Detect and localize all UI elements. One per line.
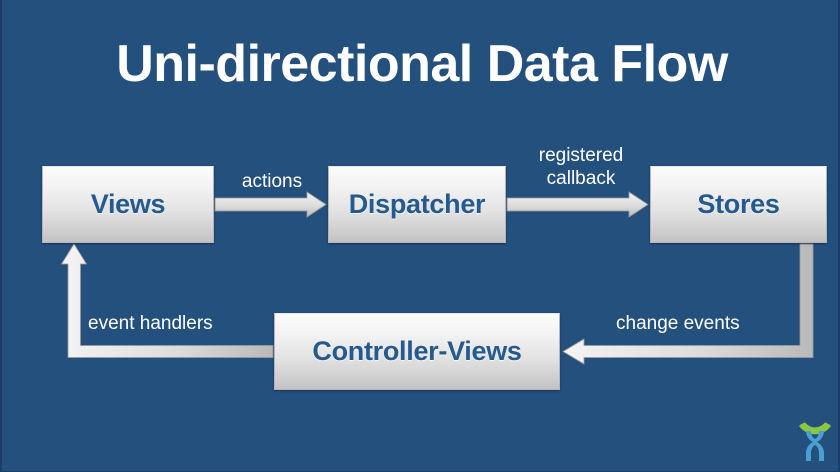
node-views[interactable]: Views [42,166,214,243]
node-controller-views-label: Controller-Views [312,336,522,366]
brand-logo-icon [799,422,831,461]
node-views-label: Views [90,189,166,219]
arrow-dispatcher-to-stores [506,191,649,218]
edge-label-event-handlers: event handlers [88,313,213,334]
node-stores-label: Stores [697,189,780,219]
node-stores[interactable]: Stores [650,166,827,243]
edge-label-registered-callback: registered callback [538,145,624,189]
arrow-views-to-dispatcher [214,191,327,218]
node-controller-views[interactable]: Controller-Views [274,313,560,390]
page-title: Uni-directional Data Flow [116,35,728,93]
arrow-stores-to-controller [562,243,814,365]
edge-label-actions: actions [241,171,303,192]
node-dispatcher-label: Dispatcher [348,189,486,219]
arrow-controller-to-views [60,243,274,358]
edge-label-change-events: change events [616,313,740,334]
node-dispatcher[interactable]: Dispatcher [328,166,506,243]
